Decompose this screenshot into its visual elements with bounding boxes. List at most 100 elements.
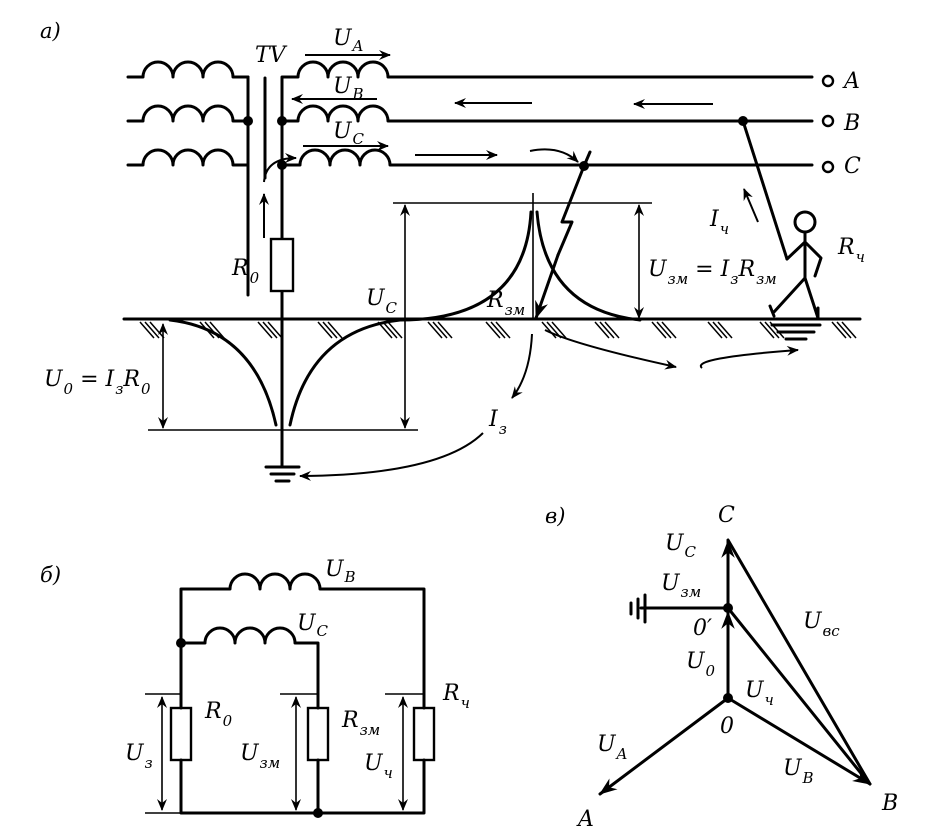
hatch-mark — [651, 321, 667, 339]
hatch-mark — [661, 321, 677, 339]
uzm-phasor-label: Uзм — [661, 571, 701, 601]
point-b-label: B — [881, 791, 898, 816]
hatch-mark — [707, 321, 723, 339]
uc-ground-label: UC — [366, 286, 398, 317]
ich-arrow — [743, 188, 759, 223]
hatch-mark — [764, 321, 780, 339]
ground-hatching — [139, 321, 857, 339]
hatch-mark — [387, 321, 403, 339]
hatch-mark — [437, 321, 453, 339]
rch-label-b: Rч — [442, 681, 470, 712]
rzm-resistor-b — [306, 706, 330, 762]
neutral-current-arrow — [263, 153, 297, 183]
iz-label: Iз — [488, 407, 507, 438]
earth-current-arrow-2 — [699, 345, 799, 369]
hatch-mark — [656, 321, 672, 339]
potential-curve-left-2 — [288, 318, 402, 427]
terminal-a-label: A — [842, 69, 860, 94]
hatch-mark — [712, 321, 728, 339]
uc-winding — [179, 626, 320, 696]
point-o — [723, 693, 733, 703]
potential-curve-left-1 — [168, 318, 278, 427]
r0-label-b: R0 — [204, 699, 233, 730]
hatch-mark — [257, 321, 273, 339]
hatch-mark — [139, 321, 155, 339]
uch-phasor-label: Uч — [745, 678, 774, 709]
hatch-mark — [427, 321, 443, 339]
hatch-mark — [831, 321, 847, 339]
ground-icon-neutral — [264, 465, 301, 483]
uc-label: UC — [333, 119, 365, 148]
iz-arrow-down — [511, 333, 533, 399]
ub-winding — [179, 572, 426, 696]
ubc-phasor — [726, 538, 872, 786]
hatch-mark — [382, 321, 398, 339]
point-a-label: A — [576, 807, 594, 832]
hatch-mark — [322, 321, 338, 339]
hatch-mark — [317, 321, 333, 339]
ground-icon-person — [770, 323, 822, 341]
terminal-c — [821, 160, 835, 174]
ua-phasor-label: UA — [597, 732, 628, 763]
r0-resistor-b — [169, 706, 193, 762]
hatch-mark — [759, 321, 775, 339]
ub-phasor-label: UB — [783, 756, 814, 787]
panel-b: б) UB UC R0 Rзм Rч Uз Uзм Uч — [40, 557, 470, 818]
hatch-mark — [485, 321, 501, 339]
rch-resistor-b — [412, 706, 436, 762]
hatch-mark — [432, 321, 448, 339]
lightning-icon — [556, 164, 586, 257]
uc-phasor-label: UC — [665, 531, 697, 561]
person-icon — [768, 210, 823, 320]
panel-c: в) C A B 0 0′ UC Uзм U0 Uч UA UB Uвс — [545, 503, 898, 832]
ubc-phasor-label: Uвс — [803, 609, 840, 640]
uzm-label-b: Uзм — [240, 741, 280, 772]
r0-resistor — [269, 237, 295, 293]
hatch-mark — [490, 321, 506, 339]
point-o-label: 0 — [720, 714, 734, 739]
ub-label: UB — [333, 74, 364, 103]
hatch-mark — [495, 321, 511, 339]
hatch-mark — [541, 321, 557, 339]
terminal-c-label: C — [844, 154, 861, 179]
panel-a-tag: а) — [40, 19, 61, 43]
hatch-mark — [599, 321, 615, 339]
panel-c-tag: в) — [545, 504, 565, 528]
ground-icon-phasor — [629, 593, 647, 624]
earth-current-arrow-1 — [544, 329, 677, 370]
terminal-b-label: B — [843, 111, 860, 136]
panel-a: а) TV UA UB UC — [40, 19, 865, 483]
rch-label: Rч — [837, 235, 865, 266]
hatch-mark — [551, 321, 567, 339]
ub-phasor — [726, 696, 872, 786]
touch-wire — [741, 119, 789, 261]
hatch-mark — [209, 321, 225, 339]
transformer-label: TV — [255, 43, 288, 68]
fault-current-arrow — [529, 148, 579, 163]
panel-b-tag: б) — [40, 563, 61, 587]
point-c-label: C — [718, 503, 735, 528]
rzm-label-b: Rзм — [341, 708, 380, 739]
uzm-formula: Uзм = IзRзм — [648, 257, 777, 288]
terminal-a — [821, 74, 835, 88]
primary-windings — [126, 60, 253, 297]
hatch-mark — [594, 321, 610, 339]
uc-label-b: UC — [297, 611, 329, 640]
terminal-b — [821, 114, 835, 128]
hatch-mark — [327, 321, 343, 339]
potential-curve-right-2 — [535, 210, 642, 322]
potential-curve-right-1 — [398, 210, 533, 322]
hatch-mark — [604, 321, 620, 339]
ich-label: Iч — [709, 207, 729, 238]
hatch-mark — [841, 321, 857, 339]
r0-label: R0 — [231, 256, 260, 287]
secondary-windings — [277, 60, 814, 468]
uch-phasor — [726, 606, 870, 784]
point-o-prime-label: 0′ — [693, 616, 712, 641]
uch-label-b: Uч — [364, 751, 393, 782]
ua-label: UA — [333, 26, 364, 55]
ua-phasor — [598, 696, 730, 796]
rzm-label: Rзм — [486, 288, 525, 319]
hatch-mark — [262, 321, 278, 339]
